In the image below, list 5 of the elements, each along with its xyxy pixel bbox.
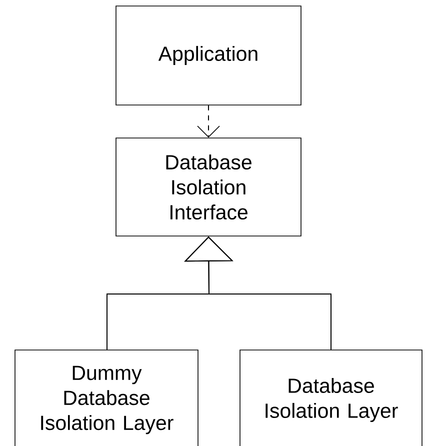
dependency-arrow bbox=[197, 104, 220, 138]
component-box: Application bbox=[116, 6, 302, 106]
implementation-box: Database Isolation Layer bbox=[240, 350, 422, 446]
implementation-box: Dummy Database Isolation Layer bbox=[14, 350, 198, 446]
interface-box: Database Isolation Interface bbox=[116, 138, 302, 236]
